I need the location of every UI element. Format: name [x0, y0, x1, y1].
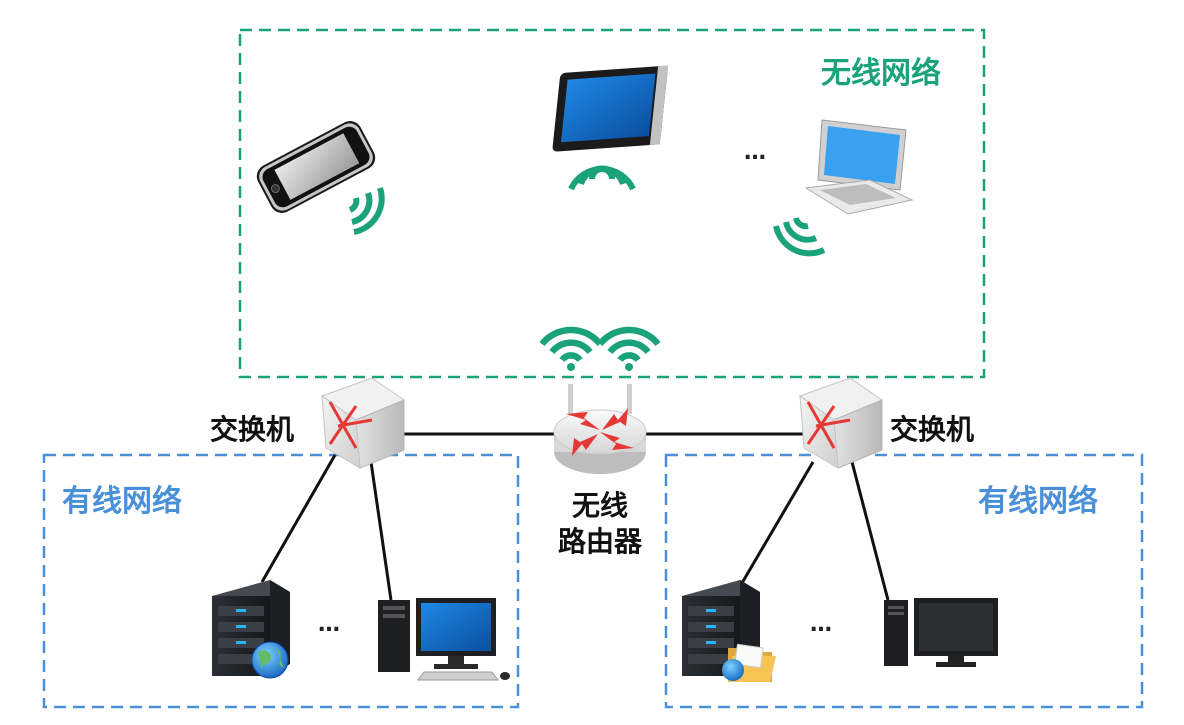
wireless-zone-label: 无线网络: [821, 56, 941, 91]
switch-left-icon: [320, 377, 406, 469]
switch-left-label: 交换机: [210, 413, 295, 446]
router-label: 无线 路由器: [550, 488, 650, 560]
globe-small-icon: [722, 659, 744, 681]
desktop-computer-left-icon: [378, 598, 510, 681]
web-server-left-icon: [212, 580, 290, 679]
wireless-ellipsis: …: [744, 140, 768, 165]
wired-right-ellipsis: …: [810, 612, 834, 637]
desktop-computer-right-icon: [884, 598, 998, 667]
wired-zone-left-border: [42, 453, 520, 709]
switch-right-icon: [798, 377, 884, 469]
router-wifi-signal-left-icon: [539, 326, 603, 371]
wired-zone-right-label: 有线网络: [978, 484, 1098, 519]
switch-right-label: 交换机: [890, 413, 975, 446]
wifi-signal-tablet-icon: [568, 165, 636, 191]
wireless-zone-border: [238, 28, 986, 379]
wired-left-ellipsis: …: [318, 612, 342, 637]
router-label-line1: 无线: [571, 489, 628, 522]
router-wifi-signal-right-icon: [597, 326, 661, 371]
tablet-icon: [552, 65, 669, 152]
wifi-signal-laptop-icon: [773, 217, 826, 257]
wifi-signal-phone-icon: [348, 187, 385, 235]
wired-zone-left-label: 有线网络: [62, 484, 182, 519]
file-server-right-icon: [682, 580, 776, 682]
wired-zone-right-border: [664, 453, 1144, 709]
wireless-router-icon: [553, 384, 647, 474]
connection-lines: [260, 432, 890, 601]
laptop-icon: [804, 119, 914, 215]
smartphone-icon: [256, 121, 376, 213]
router-label-line2: 路由器: [557, 525, 642, 558]
